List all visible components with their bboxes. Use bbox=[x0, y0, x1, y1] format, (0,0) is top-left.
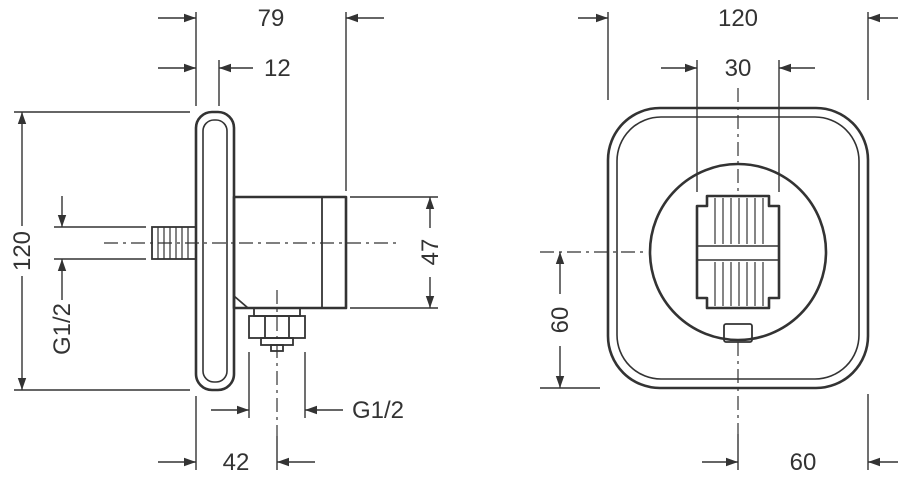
dim-label-47: 47 bbox=[417, 239, 444, 266]
dim-label-g12-outlet: G1/2 bbox=[352, 397, 404, 424]
dim-wall-to-outlet: 42 bbox=[158, 396, 315, 476]
escutcheon-plate-front bbox=[606, 106, 870, 390]
dim-inlet-thread: G1/2 bbox=[49, 196, 146, 355]
dim-label-12: 12 bbox=[264, 55, 291, 82]
wall-plate-side bbox=[194, 110, 236, 392]
dim-label-42: 42 bbox=[223, 449, 250, 476]
front-view: 120 30 60 60 bbox=[540, 5, 898, 476]
connector-body bbox=[232, 195, 348, 310]
dim-label-60-left: 60 bbox=[547, 307, 574, 334]
dim-label-30: 30 bbox=[725, 55, 752, 82]
outlet-nut bbox=[248, 307, 306, 352]
dim-plate-thickness: 12 bbox=[158, 55, 291, 106]
dim-label-120-side: 120 bbox=[9, 231, 36, 271]
dim-total-depth: 79 bbox=[158, 5, 384, 191]
dim-outlet-thread: G1/2 bbox=[211, 352, 404, 424]
dim-plate-width: 120 bbox=[578, 5, 898, 100]
inlet-spigot bbox=[151, 226, 197, 260]
holder-knob bbox=[695, 194, 781, 310]
side-view: 79 12 120 G1/2 bbox=[9, 5, 444, 476]
dim-label-g12-inlet: G1/2 bbox=[49, 303, 76, 355]
dim-holder-width: 30 bbox=[661, 55, 815, 192]
dim-center-to-right: 60 bbox=[702, 394, 898, 476]
outlet-tab bbox=[723, 323, 753, 343]
dim-label-79: 79 bbox=[258, 5, 285, 32]
dim-body-height: 47 bbox=[350, 196, 444, 309]
dim-label-120-front: 120 bbox=[718, 5, 758, 32]
dim-center-to-bottom: 60 bbox=[540, 252, 600, 389]
dim-label-60-bottom: 60 bbox=[790, 449, 817, 476]
circular-recess bbox=[648, 162, 828, 342]
dim-plate-height: 120 bbox=[9, 111, 190, 391]
